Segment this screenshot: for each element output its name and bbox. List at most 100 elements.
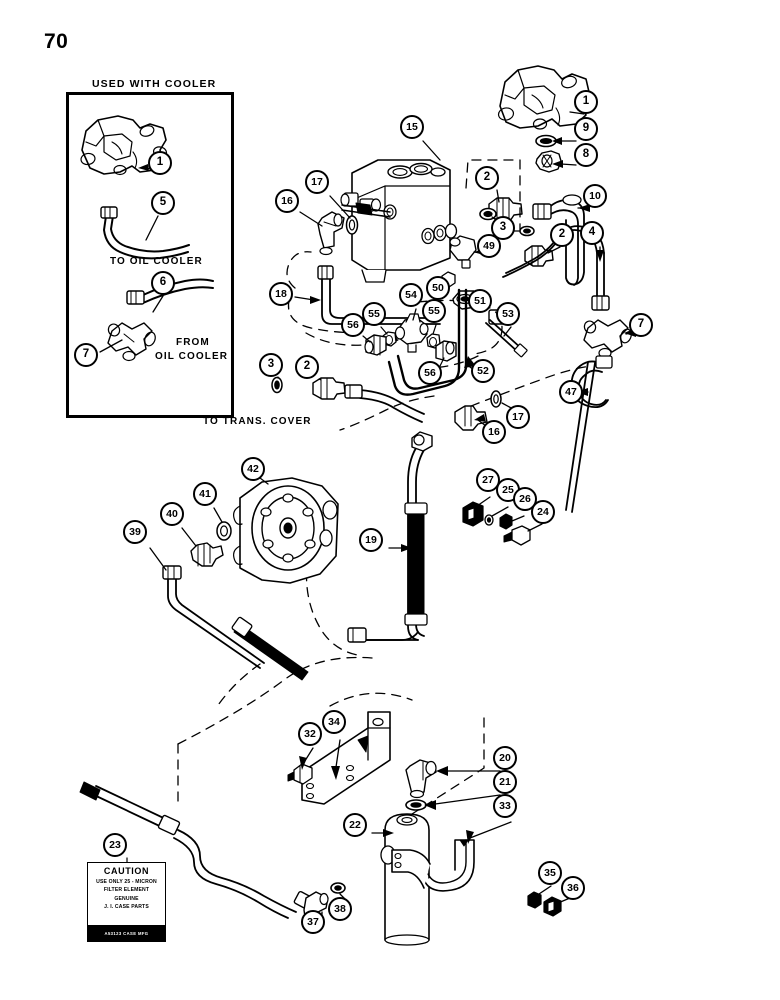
callout-56: 56 <box>418 361 442 385</box>
callout-50: 50 <box>426 276 450 300</box>
o-ring-38 <box>330 882 346 894</box>
tube-10 <box>532 194 585 286</box>
washer-55b <box>426 333 441 349</box>
callout-15: 15 <box>400 115 424 139</box>
elbow-16a <box>317 211 345 256</box>
caution-decal: CAUTION USE ONLY 25 - MICRON FILTER ELEM… <box>87 862 166 942</box>
spacer-17a <box>345 215 359 235</box>
tube-47 <box>565 355 613 513</box>
trans-cover-tube <box>344 384 425 423</box>
tube-18 <box>317 265 441 325</box>
caution-line-4: J. I. CASE PARTS <box>104 904 149 911</box>
nut-35 <box>527 891 542 909</box>
caution-title: CAUTION <box>103 866 150 876</box>
inset-title: USED WITH COOLER <box>92 78 217 90</box>
callout-8: 8 <box>574 143 598 167</box>
elbow-20 <box>405 759 437 799</box>
fitting-49 <box>449 235 477 269</box>
tube-52 <box>387 288 468 396</box>
callout-1: 1 <box>148 151 172 175</box>
callout-41: 41 <box>193 482 217 506</box>
connector-2c <box>312 377 346 400</box>
callout-5: 5 <box>151 191 175 215</box>
callout-6: 6 <box>151 271 175 295</box>
from-oil-cooler-label-line2: OIL COOLER <box>155 351 229 362</box>
tube-39 <box>162 565 309 681</box>
callout-21: 21 <box>493 770 517 794</box>
callout-37: 37 <box>301 910 325 934</box>
callout-16: 16 <box>275 189 299 213</box>
valve-block-15 <box>340 159 458 283</box>
callout-20: 20 <box>493 746 517 770</box>
caution-line-2: FILTER ELEMENT <box>103 887 150 894</box>
plug-41 <box>216 521 232 541</box>
callout-52: 52 <box>471 359 495 383</box>
callout-33: 33 <box>493 794 517 818</box>
to-oil-cooler-label: TO OIL COOLER <box>110 256 203 267</box>
callout-22: 22 <box>343 813 367 837</box>
washer-25 <box>484 514 494 526</box>
callout-42: 42 <box>241 457 265 481</box>
callout-24: 24 <box>531 500 555 524</box>
callout-55: 55 <box>422 299 446 323</box>
callout-19: 19 <box>359 528 383 552</box>
callout-18: 18 <box>269 282 293 306</box>
callout-54: 54 <box>399 283 423 307</box>
callout-47: 47 <box>559 380 583 404</box>
strap-33 <box>391 839 475 892</box>
callout-7: 7 <box>629 313 653 337</box>
callout-2: 2 <box>475 166 499 190</box>
lower-hose <box>79 781 315 919</box>
callout-51: 51 <box>468 289 492 313</box>
page-number: 70 <box>44 30 69 53</box>
callout-40: 40 <box>160 502 184 526</box>
spacer-17b <box>490 390 502 408</box>
callout-36: 36 <box>561 876 585 900</box>
coupling-56a <box>364 334 387 356</box>
callout-34: 34 <box>322 710 346 734</box>
callout-35: 35 <box>538 861 562 885</box>
callout-38: 38 <box>328 897 352 921</box>
clamp-27 <box>462 501 484 527</box>
callout-3: 3 <box>259 353 283 377</box>
callout-1: 1 <box>574 90 598 114</box>
bolt-24 <box>503 525 531 546</box>
plug-40 <box>190 542 224 567</box>
o-ring-3b <box>271 376 283 394</box>
coupling-56b <box>435 340 457 362</box>
callout-49: 49 <box>477 234 501 258</box>
callout-9: 9 <box>574 117 598 141</box>
callout-17: 17 <box>305 170 329 194</box>
connector-8 <box>535 150 562 173</box>
callout-27: 27 <box>476 468 500 492</box>
o-ring-3a2 <box>519 225 535 237</box>
inset-tee-fitting-7 <box>107 322 156 362</box>
callout-55: 55 <box>362 302 386 326</box>
callout-2: 2 <box>550 223 574 247</box>
caution-line-1: USE ONLY 25 - MICRON <box>96 878 157 885</box>
callout-16: 16 <box>482 420 506 444</box>
bolt-32 <box>287 763 313 785</box>
hydraulic-pump-42 <box>233 477 339 584</box>
callout-10: 10 <box>583 184 607 208</box>
callout-53: 53 <box>496 302 520 326</box>
bracket-34 <box>301 711 391 805</box>
callout-3: 3 <box>491 216 515 240</box>
callout-2: 2 <box>295 355 319 379</box>
caution-line-3: GENUINE <box>114 895 139 902</box>
pump-assembly-1 <box>497 65 590 130</box>
from-oil-cooler-label-line1: FROM <box>176 337 210 348</box>
callout-7: 7 <box>74 343 98 367</box>
nut-36 <box>543 896 562 917</box>
o-ring-21 <box>405 799 427 811</box>
inset-hose-5 <box>100 206 190 260</box>
lockwasher-26 <box>499 513 513 530</box>
used-with-cooler-inset-frame <box>66 92 234 418</box>
filter-22 <box>380 813 430 946</box>
callout-39: 39 <box>123 520 147 544</box>
callout-4: 4 <box>580 221 604 245</box>
tee-fitting-7a <box>583 319 632 359</box>
caution-footer: A53123 CASE MFG <box>88 925 165 941</box>
